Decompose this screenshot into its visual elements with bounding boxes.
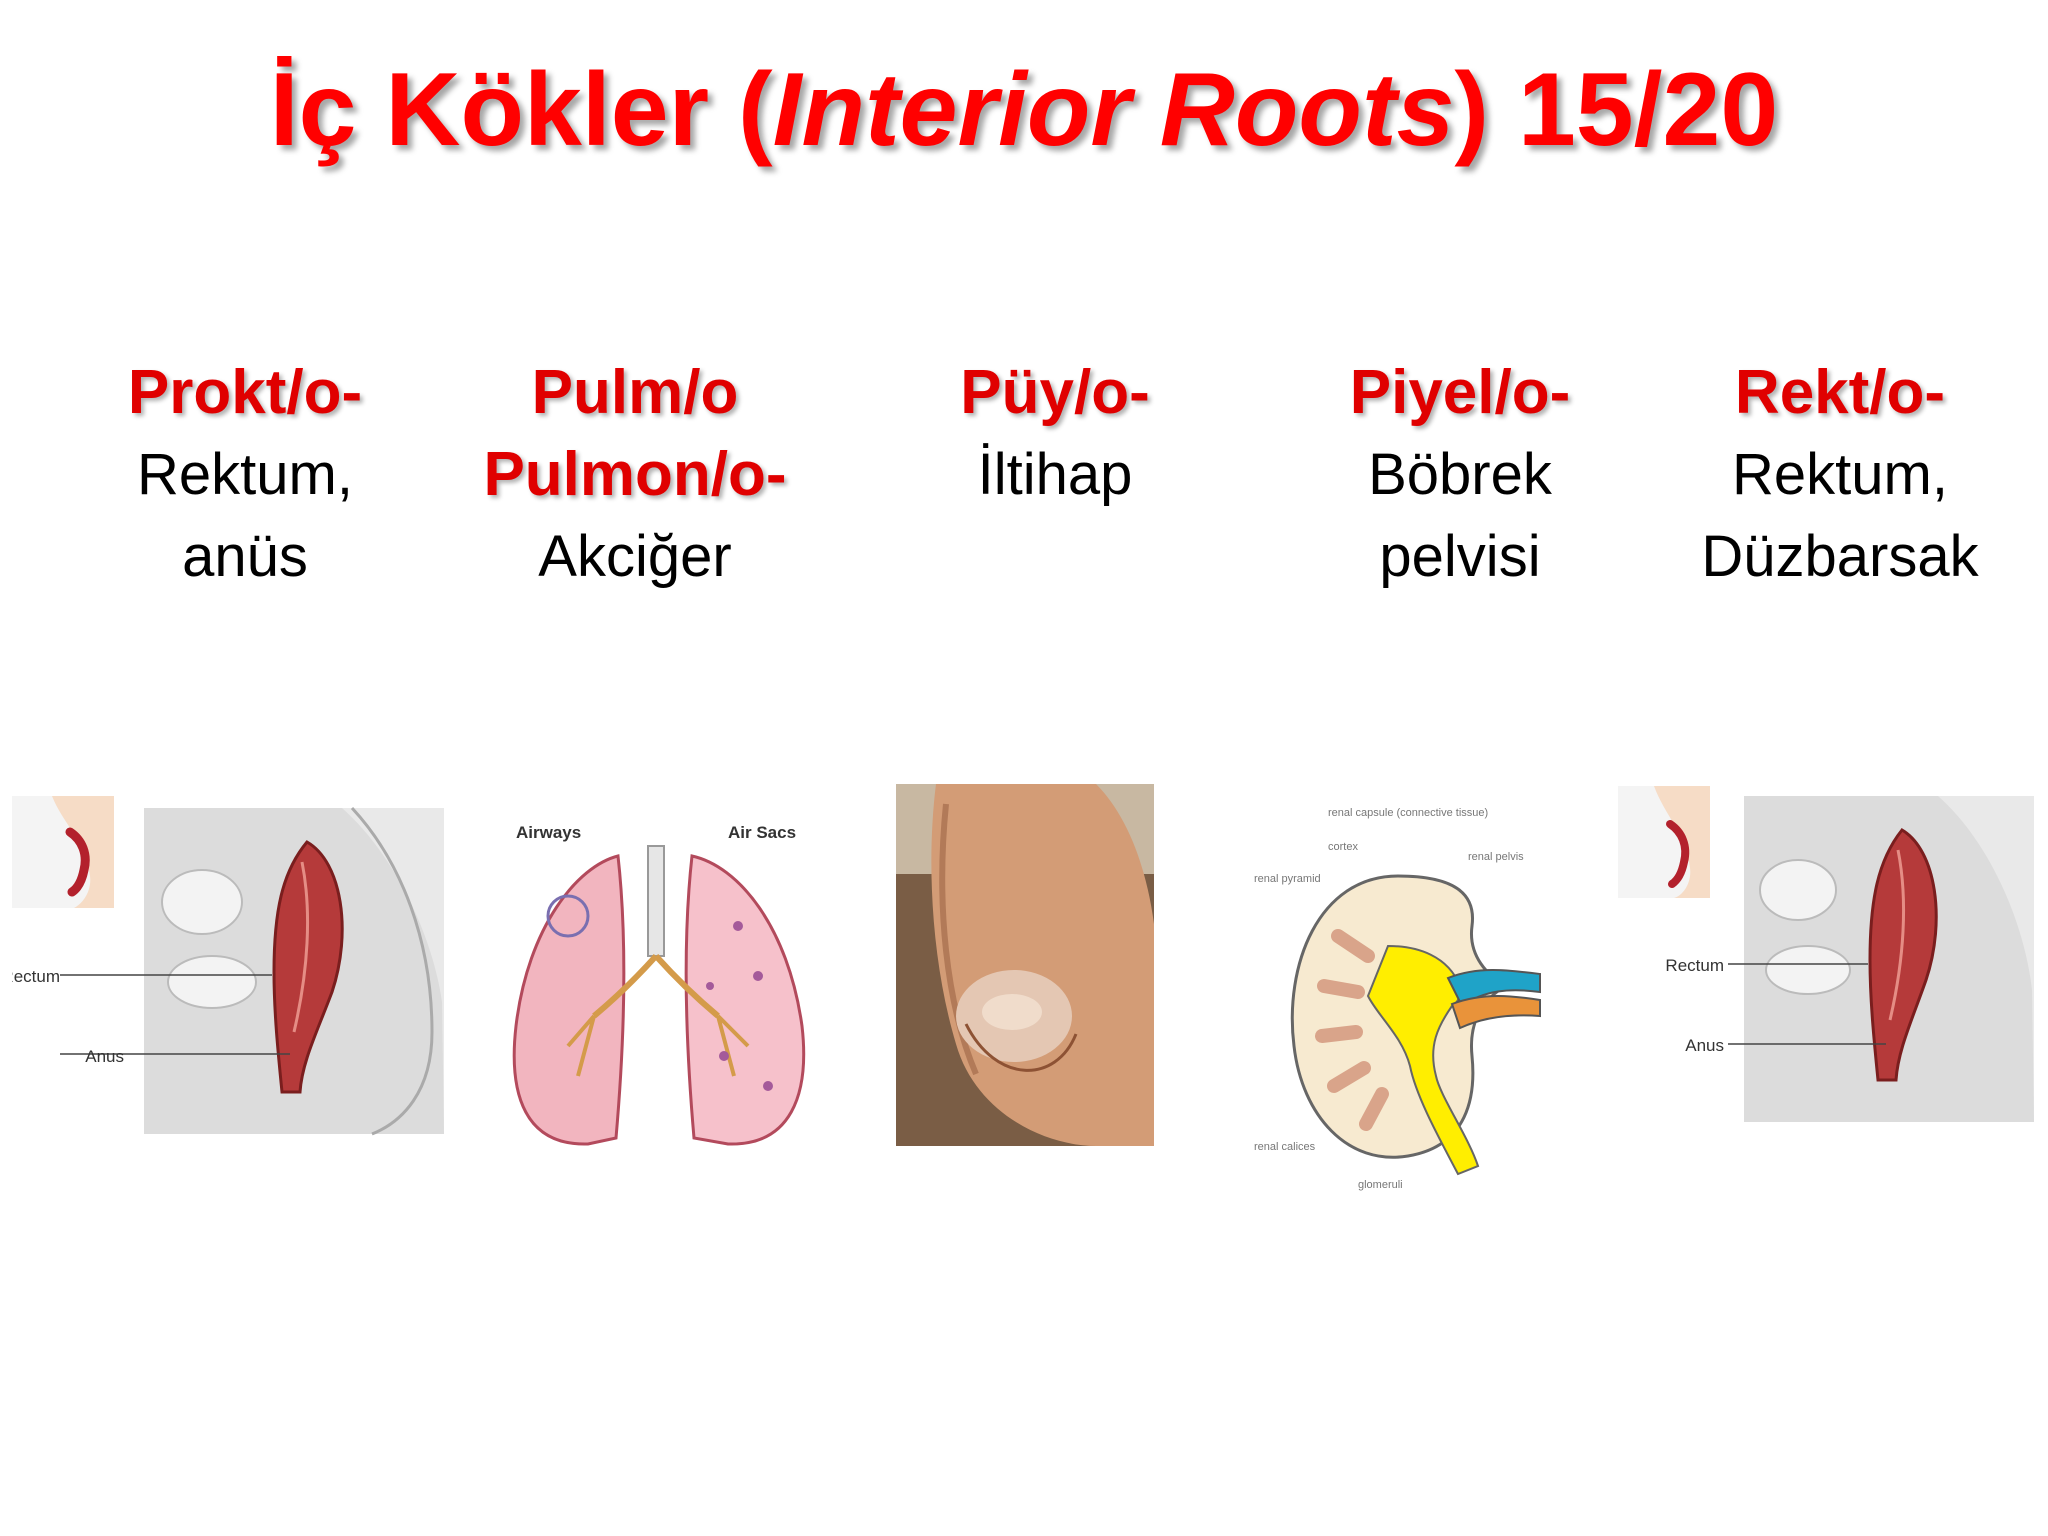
term-meaning: İltihap bbox=[977, 442, 1133, 507]
term-root: Piyel/o- bbox=[1349, 358, 1571, 427]
label-anus: Anus bbox=[1685, 1036, 1724, 1055]
label-glomeruli: glomeruli bbox=[1358, 1179, 1403, 1191]
rectum-illustration-right: Rectum Anus bbox=[1618, 786, 2034, 1122]
term-prokto: Prokt/o- Rektum, anüs bbox=[80, 352, 410, 598]
label-renal-calices: renal calices bbox=[1254, 1141, 1316, 1153]
kidney-diagram: renal capsule (connective tissue) cortex… bbox=[1254, 807, 1541, 1191]
label-airways: Airways bbox=[516, 823, 581, 842]
slide-title: İç Kökler (Interior Roots) 15/20 bbox=[0, 30, 2048, 190]
label-renal-pyramid: renal pyramid bbox=[1254, 873, 1321, 885]
term-piyelo: Piyel/o- Böbrek pelvisi bbox=[1290, 352, 1630, 598]
term-pulmo: Pulm/o Pulmon/o- Akciğer bbox=[440, 352, 830, 598]
label-cortex: cortex bbox=[1328, 841, 1358, 853]
label-anus: Anus bbox=[85, 1047, 124, 1066]
term-meaning: Akciğer bbox=[538, 524, 732, 589]
term-meaning: Rektum, bbox=[137, 442, 353, 507]
title-suffix: ) 15/20 bbox=[1454, 52, 1779, 168]
title-prefix: İç Kökler ( bbox=[269, 52, 773, 168]
term-root: Püy/o- bbox=[960, 358, 1150, 427]
term-rekto: Rekt/o- Rektum, Düzbarsak bbox=[1670, 352, 2010, 598]
label-renal-pelvis: renal pelvis bbox=[1468, 851, 1524, 863]
term-root: Pulm/o bbox=[531, 358, 739, 427]
label-air-sacs: Air Sacs bbox=[728, 823, 796, 842]
term-meaning: Böbrek bbox=[1368, 442, 1552, 507]
label-renal-capsule: renal capsule (connective tissue) bbox=[1328, 807, 1488, 819]
term-meaning: pelvisi bbox=[1379, 524, 1541, 589]
term-root: Pulmon/o- bbox=[483, 440, 787, 509]
label-rectum: Rectum bbox=[1665, 956, 1724, 975]
term-root: Rekt/o- bbox=[1734, 358, 1946, 427]
lungs-illustration: Airways Air Sacs bbox=[512, 823, 806, 1146]
finger-abscess-photo bbox=[896, 784, 1154, 1146]
term-meaning: anüs bbox=[182, 524, 308, 589]
title-italic: Interior Roots bbox=[772, 52, 1455, 168]
label-rectum: Rectum bbox=[12, 967, 60, 986]
term-meaning: Düzbarsak bbox=[1701, 524, 1979, 589]
term-root: Prokt/o- bbox=[127, 358, 363, 427]
rectum-illustration-left: Rectum Anus bbox=[12, 796, 444, 1136]
term-meaning: Rektum, bbox=[1732, 442, 1948, 507]
term-puyo: Püy/o- İltihap bbox=[900, 352, 1210, 516]
